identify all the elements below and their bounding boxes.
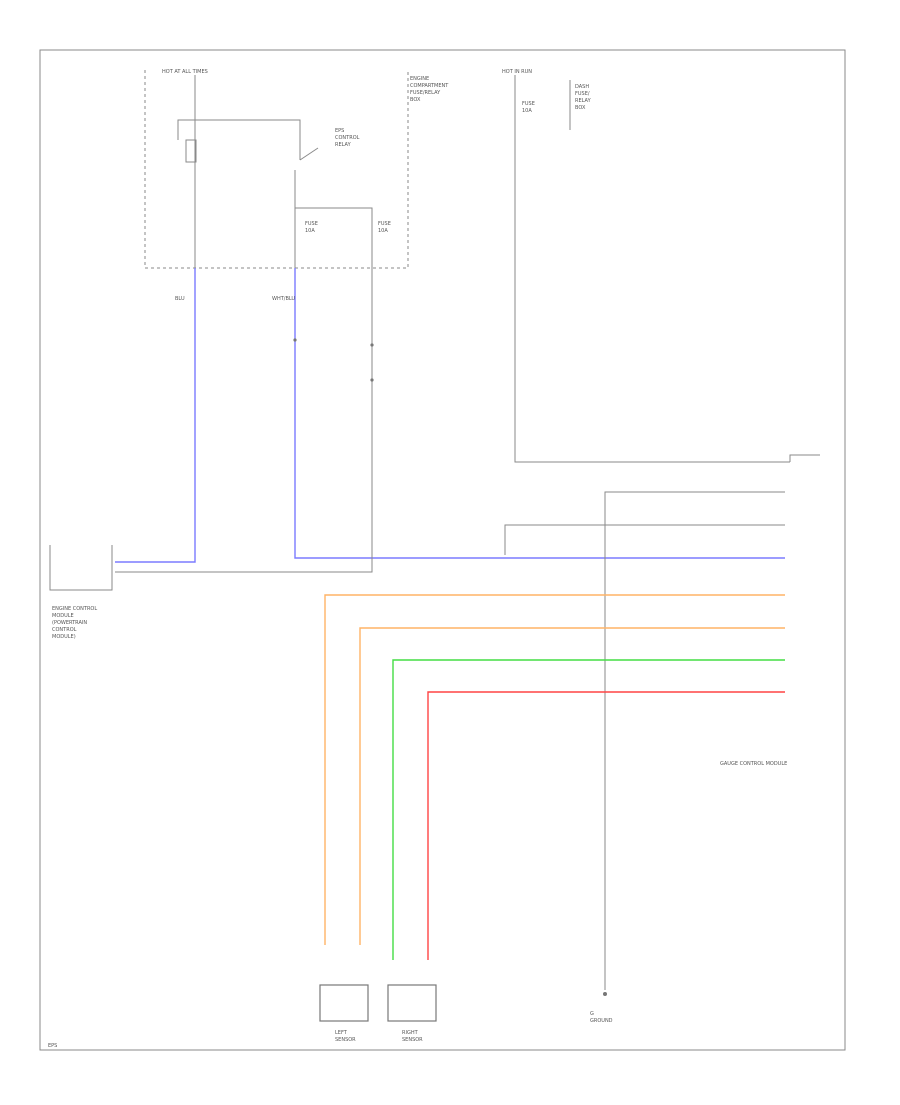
wire-dash-output [514, 150, 790, 463]
wire-orange-1 [324, 594, 785, 945]
wire-light [504, 524, 785, 555]
relay-switch-icon [299, 147, 319, 161]
wire-ground [604, 491, 785, 990]
label-dash-box-4: BOX [575, 105, 586, 111]
label-fuse1-1: FUSE [305, 221, 318, 227]
wire-orange-2 [359, 627, 785, 945]
ecm-box: ENGINE CONTROL MODULE (POWERTRAIN CONTRO… [49, 545, 113, 640]
underhood-fuse-box: HOT AT ALL TIMES ENGINE COMPARTMENT FUSE… [144, 69, 449, 269]
label-fuse2-1: FUSE [378, 221, 391, 227]
label-box-4: BOX [410, 97, 421, 103]
label-ecm-5: MODULE) [52, 634, 76, 640]
wire-red [427, 691, 785, 960]
label-ecm-3: (POWERTRAIN [52, 620, 87, 626]
label-fuse1-2: 10A [305, 228, 315, 234]
label-ground-2: GROUND [590, 1018, 613, 1024]
left-sensor: LEFT SENSOR [319, 984, 369, 1043]
label-fuse3-1: FUSE [522, 101, 535, 107]
label-right-sensor-1: RIGHT [402, 1030, 419, 1036]
fuse2-line [295, 207, 373, 268]
page-ref: EPS [48, 1043, 57, 1049]
label-left-sensor-2: SENSOR [335, 1037, 356, 1043]
label-relay-3: RELAY [335, 142, 352, 148]
junction-dot [293, 338, 297, 342]
label-left-sensor-1: LEFT [335, 1030, 348, 1036]
wire-gray [115, 268, 373, 573]
diagram-frame [39, 49, 846, 1051]
label-box-3: FUSE/RELAY [410, 90, 441, 96]
label-dash-box-1: DASH [575, 84, 589, 90]
dash-fuse-box: HOT IN RUN FUSE 10A DASH FUSE/ RELAY BOX [502, 69, 592, 150]
relay-feed [177, 119, 301, 160]
label-dash-box-3: RELAY [575, 98, 592, 104]
wire-green [392, 659, 785, 960]
wire-blu-2 [294, 268, 785, 559]
label-relay-2: CONTROL [335, 135, 360, 141]
label-ecm-1: ENGINE CONTROL [52, 606, 97, 612]
label-dash-box-2: FUSE/ [575, 91, 590, 97]
label-ecm-4: CONTROL [52, 627, 77, 633]
label-ecm-2: MODULE [52, 613, 74, 619]
label-fuse2-2: 10A [378, 228, 388, 234]
junction-dot-3 [370, 378, 374, 382]
label-wire-wht-blu: WHT/BLU [272, 296, 295, 302]
right-sensor: RIGHT SENSOR [387, 984, 437, 1043]
label-gauge-ctrl: GAUGE CONTROL MODULE [720, 761, 787, 767]
wire-blu-1 [115, 268, 196, 563]
label-ground-1: G [590, 1011, 594, 1017]
label-box-2: COMPARTMENT [410, 83, 449, 89]
label-fuse3-2: 10A [522, 108, 532, 114]
label-box-1: ENGINE [410, 76, 429, 82]
label-wire-blu: BLU [175, 296, 185, 302]
label-right-sensor-2: SENSOR [402, 1037, 423, 1043]
label-hot-at-all-times: HOT AT ALL TIMES [162, 69, 208, 75]
wire-dash-tail [789, 454, 820, 462]
label-hot-in-run: HOT IN RUN [502, 69, 532, 75]
ground-symbol: G GROUND [590, 992, 613, 1024]
label-relay-1: EPS [335, 128, 344, 134]
relay-coil [185, 139, 197, 163]
junction-dot-2 [370, 343, 374, 347]
